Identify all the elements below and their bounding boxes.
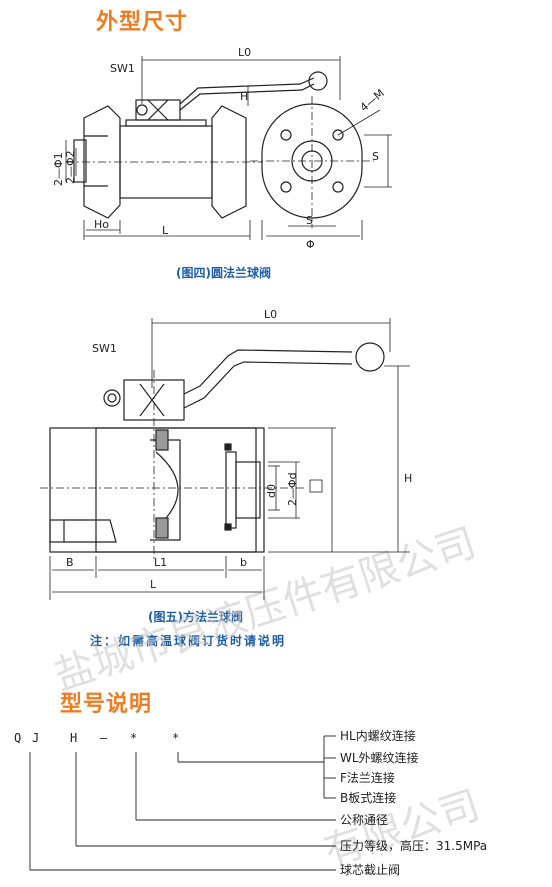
figure4-drawing: [65, 56, 392, 240]
code-q: Q: [14, 731, 21, 745]
fig5-h-label: H: [404, 472, 412, 485]
model-lines: [29, 735, 336, 871]
watermark: 盐城市良液压件有限公司 有限公司: [49, 520, 485, 876]
option-f: F法兰连接: [340, 770, 395, 785]
fig4-s-vertical-label: S: [372, 150, 379, 163]
fig4-phi-label: Φ: [306, 238, 315, 251]
figure5-labels: SW1 L0 H d0 2—Φd B L1 b L: [66, 308, 412, 591]
model-code: Q J H — * *: [14, 731, 179, 745]
fig4-sw1-label: SW1: [110, 62, 135, 75]
figure5-drawing: [40, 318, 410, 600]
fig5-d0-label: d0: [265, 484, 278, 498]
valve-type: 球芯截止阀: [340, 863, 400, 877]
code-star-2: *: [172, 731, 179, 745]
option-wl: WL外螺纹连接: [340, 750, 419, 765]
nominal-diameter: 公称通径: [340, 813, 388, 827]
fig5-sw1-label: SW1: [92, 342, 117, 355]
fig4-l-label: L: [162, 224, 169, 237]
code-h: H: [70, 731, 77, 745]
code-dash: —: [100, 731, 108, 745]
fig4-m-label: 4—M: [358, 87, 387, 115]
figure4-caption: (图四)圆法兰球阀: [176, 266, 271, 280]
fig5-b-label: B: [66, 556, 74, 569]
watermark-text-1: 盐城市良液压件有限公司: [49, 520, 482, 700]
fig5-l-label: L: [150, 578, 157, 591]
dimensions-title: 外型尺寸: [96, 10, 189, 35]
order-note: 注：如需高温球阀订货时请说明: [90, 634, 287, 648]
fig5-l0-label: L0: [264, 308, 277, 321]
fig4-l0-label: L0: [238, 46, 251, 59]
option-hl: HL内螺纹连接: [340, 728, 416, 743]
figure5-caption: (图五)方法兰球阀: [148, 610, 243, 624]
fig4-phi2-label: 2—Φ2: [64, 150, 77, 184]
fig5-phid-label: 2—Φd: [286, 472, 299, 506]
model-descriptions: HL内螺纹连接 WL外螺纹连接 F法兰连接 B板式连接 公称通径 压力等级，高压…: [340, 728, 487, 877]
fig4-h-label: H: [240, 90, 248, 103]
figure4-labels: SW1 L0 H 4—M S S Φ Ho L 2—Φ1 2—Φ2: [52, 46, 387, 251]
fig5-b-small-label: b: [240, 556, 247, 569]
fig4-s-horizontal-label: S: [306, 214, 313, 227]
fig4-phi1-label: 2—Φ1: [52, 152, 65, 186]
code-j: J: [32, 731, 39, 745]
pressure-class: 压力等级，高压：31.5MPa: [340, 838, 487, 853]
fig5-l1-label: L1: [154, 556, 167, 569]
option-b: B板式连接: [340, 790, 396, 805]
model-title: 型号说明: [60, 692, 153, 717]
fig4-ho-label: Ho: [94, 218, 109, 231]
code-star-1: *: [130, 731, 137, 745]
